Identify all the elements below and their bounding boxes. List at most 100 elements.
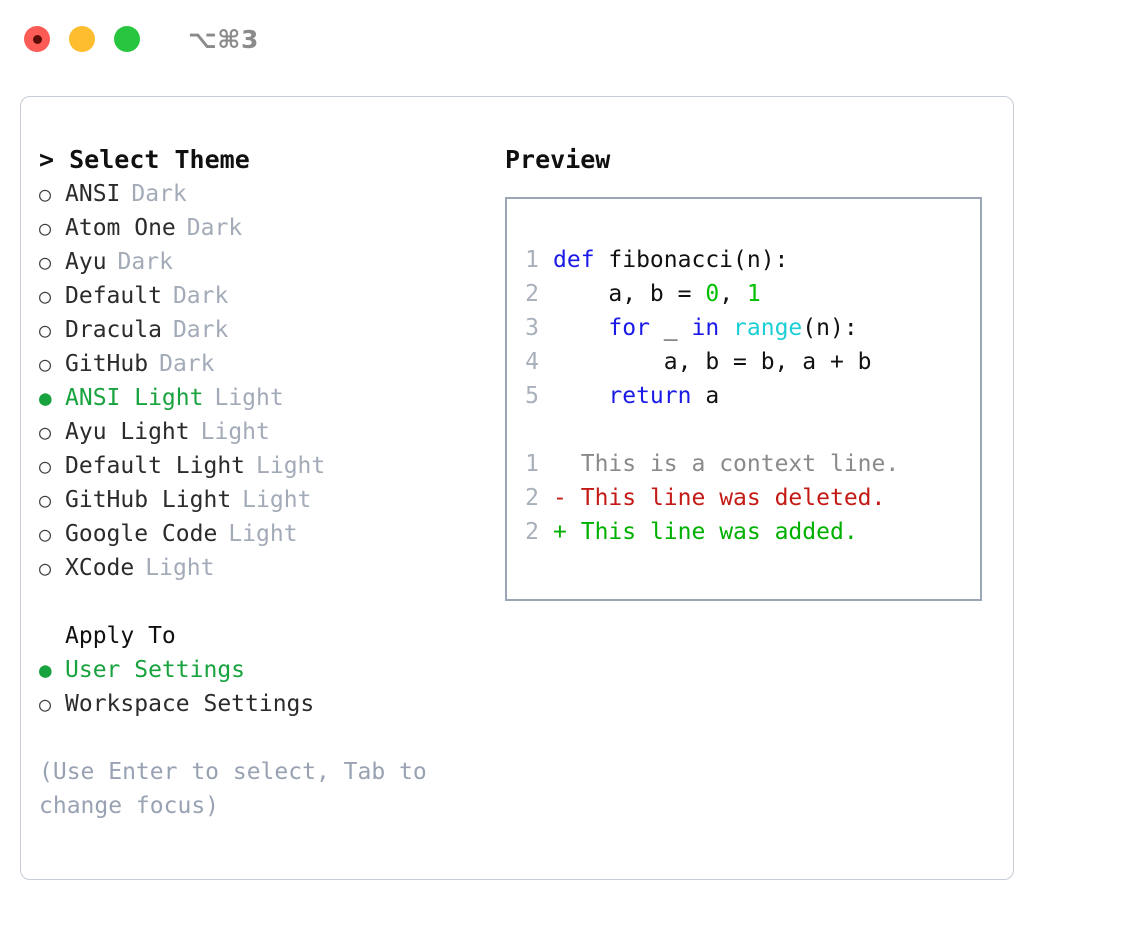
- theme-option-tag: Dark: [172, 317, 229, 343]
- theme-option-tag: Light: [214, 385, 284, 411]
- code-line-text: a, b = b, a + b: [553, 345, 872, 379]
- theme-option-label: Default Light: [65, 453, 246, 479]
- theme-option-tag: Dark: [186, 215, 243, 241]
- spacer: [39, 585, 486, 619]
- line-number: 1: [525, 451, 539, 477]
- preview-title: Preview: [505, 145, 611, 174]
- minimize-button[interactable]: [69, 26, 95, 52]
- prompt-caret: >: [39, 145, 55, 174]
- theme-option-label: Ayu Light: [65, 419, 190, 445]
- radio-unselected-icon: ○: [39, 454, 52, 478]
- diff-sample: 1 This is a context line.2- This line wa…: [507, 447, 980, 549]
- code-line-text: for _ in range(n):: [553, 311, 858, 345]
- diff-sign: -: [553, 485, 567, 511]
- code-line: 4 a, b = b, a + b: [507, 345, 980, 379]
- line-number: 2: [525, 485, 539, 511]
- apply-to-option-label: User Settings: [65, 657, 246, 683]
- apply-to-option-label: Workspace Settings: [65, 691, 315, 717]
- diff-line-text: - This line was deleted.: [553, 481, 885, 515]
- code-token-kw: def: [553, 247, 609, 273]
- code-token-plain: a, b =: [553, 281, 706, 307]
- code-line-text: a, b = 0, 1: [553, 277, 761, 311]
- apply-to-option-user-settings[interactable]: ● User Settings: [39, 653, 486, 687]
- code-token-plain: fibonacci(n):: [608, 247, 789, 273]
- theme-option-label: Dracula: [65, 317, 162, 343]
- radio-unselected-icon: ○: [39, 182, 52, 206]
- radio-unselected-icon: ○: [39, 522, 52, 546]
- code-token-plain: a, b = b, a + b: [553, 349, 872, 375]
- line-number: 5: [525, 383, 539, 409]
- radio-unselected-icon: ○: [39, 488, 52, 512]
- theme-option-xcode[interactable]: ○ XCode Light: [39, 551, 486, 585]
- code-token-plain: [553, 315, 608, 341]
- apply-to-option-workspace-settings[interactable]: ○ Workspace Settings: [39, 687, 486, 721]
- theme-option-label: ANSI: [65, 181, 121, 207]
- theme-option-tag: Light: [145, 555, 215, 581]
- diff-text: This is a context line.: [580, 451, 900, 477]
- code-line: 3 for _ in range(n):: [507, 311, 980, 345]
- title-bar: ⌥⌘3: [0, 0, 1140, 78]
- page-title: > Select Theme: [39, 143, 486, 177]
- theme-option-tag: Dark: [159, 351, 215, 377]
- code-token-plain: (n):: [802, 315, 858, 341]
- theme-option-label: Atom One: [65, 215, 176, 241]
- theme-option-label: ANSI Light: [65, 385, 204, 411]
- diff-text: This line was added.: [580, 519, 858, 545]
- code-line-text: return a: [553, 379, 719, 413]
- code-token-plain: [553, 383, 608, 409]
- theme-option-github-light[interactable]: ○ GitHub Light Light: [39, 483, 486, 517]
- apply-to-title: Apply To: [65, 623, 176, 649]
- code-token-plain: ,: [719, 281, 747, 307]
- theme-option-tag: Light: [242, 487, 312, 513]
- theme-option-tag: Dark: [117, 249, 173, 275]
- line-number: 4: [525, 349, 539, 375]
- radio-unselected-icon: ○: [39, 556, 52, 580]
- radio-selected-icon: ●: [39, 658, 52, 682]
- code-token-plain: [719, 315, 733, 341]
- code-diff-separator: [507, 413, 980, 447]
- theme-option-label: XCode: [65, 555, 135, 581]
- code-line-text: def fibonacci(n):: [553, 243, 788, 277]
- theme-option-default-light[interactable]: ○ Default Light Light: [39, 449, 486, 483]
- code-line: 2 a, b = 0, 1: [507, 277, 980, 311]
- line-number: 2: [525, 519, 539, 545]
- theme-option-label: GitHub Light: [65, 487, 232, 513]
- diff-text: This line was deleted.: [580, 485, 886, 511]
- close-button[interactable]: [24, 26, 50, 52]
- diff-sign: +: [553, 519, 567, 545]
- code-token-num: 0: [705, 281, 720, 307]
- radio-unselected-icon: ○: [39, 216, 52, 240]
- theme-option-label: Default: [65, 283, 162, 309]
- theme-option-atom-one[interactable]: ○ Atom One Dark: [39, 211, 486, 245]
- radio-unselected-icon: ○: [39, 352, 52, 376]
- code-token-num: 1: [746, 281, 761, 307]
- apply-to-heading: Apply To: [39, 619, 486, 653]
- theme-option-tag: Light: [228, 521, 298, 547]
- line-number: 2: [525, 281, 539, 307]
- code-token-plain: _: [649, 315, 692, 341]
- radio-unselected-icon: ○: [39, 420, 52, 444]
- theme-option-tag: Dark: [172, 283, 229, 309]
- code-token-kw: in: [691, 315, 720, 341]
- keyboard-shortcut-label: ⌥⌘3: [188, 24, 259, 54]
- maximize-button[interactable]: [114, 26, 140, 52]
- radio-unselected-icon: ○: [39, 692, 52, 716]
- line-number: 3: [525, 315, 539, 341]
- page-title-text: Select Theme: [69, 145, 250, 174]
- apply-to-option-list: ● User Settings ○ Workspace Settings: [39, 653, 486, 721]
- diff-sign: [553, 451, 567, 477]
- code-token-kw: return: [608, 383, 692, 409]
- theme-option-tag: Light: [256, 453, 326, 479]
